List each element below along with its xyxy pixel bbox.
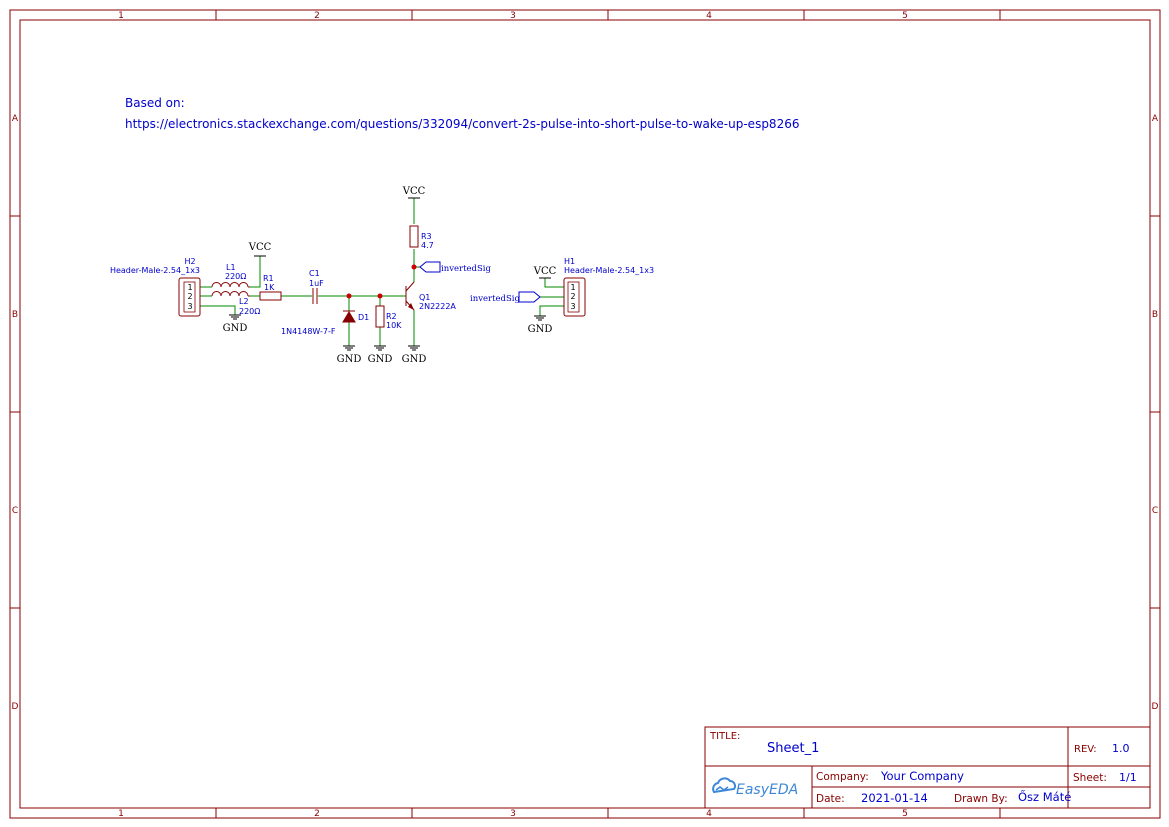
date-value: 2021-01-14 <box>861 791 928 805</box>
row-label-a-right: A <box>1152 114 1159 124</box>
column-label-5-top: 5 <box>902 11 908 21</box>
l1-ref: L1 <box>226 263 236 272</box>
gnd-label-r2: GND <box>368 354 393 365</box>
rev-value: 1.0 <box>1112 742 1130 755</box>
h1-pin-1: 1 <box>570 283 575 292</box>
r1-value: 1K <box>264 283 275 292</box>
rev-label: REV: <box>1074 744 1097 755</box>
column-label-2-bottom: 2 <box>314 809 320 819</box>
h2-value: Header-Male-2.54_1x3 <box>110 266 200 275</box>
resistor-r1[interactable] <box>259 291 282 301</box>
h1-pin-2: 2 <box>570 292 575 301</box>
sheet-label: Sheet: <box>1073 772 1107 784</box>
sheet-frame <box>9 9 1161 819</box>
gnd-symbol-h1[interactable] <box>534 315 546 321</box>
column-label-1-top: 1 <box>118 11 124 21</box>
gnd-symbol-h2[interactable] <box>229 314 241 320</box>
h1-ref: H1 <box>564 257 575 266</box>
connector-h2[interactable] <box>178 277 201 317</box>
gnd-symbol-d1[interactable] <box>343 345 355 351</box>
vcc-label-l1: VCC <box>248 242 272 253</box>
title-label: TITLE: <box>709 731 740 742</box>
column-label-5-bottom: 5 <box>902 809 908 819</box>
l1-value: 220Ω <box>225 272 246 281</box>
r3-value: 4.7 <box>421 241 434 250</box>
row-label-a-left: A <box>12 114 19 124</box>
net-flag-inverted-sig-in[interactable] <box>518 291 541 303</box>
note-source-url[interactable]: https://electronics.stackexchange.com/qu… <box>125 117 799 131</box>
h2-ref: H2 <box>184 257 195 266</box>
transistor-q1[interactable] <box>405 281 415 311</box>
gnd-label-d1: GND <box>337 354 362 365</box>
c1-ref: C1 <box>309 269 320 278</box>
d1-value: 1N4148W-7-F <box>281 327 336 336</box>
gnd-label-q1: GND <box>402 354 427 365</box>
connector-h1[interactable] <box>563 277 586 317</box>
resistor-r2[interactable] <box>375 305 385 328</box>
r2-value: 10K <box>386 321 402 330</box>
vcc-label-h1: VCC <box>533 266 557 277</box>
column-label-4-top: 4 <box>706 11 712 21</box>
row-label-d-right: D <box>1152 702 1159 712</box>
net-flag-inverted-sig-out[interactable] <box>419 261 441 273</box>
row-label-c-left: C <box>12 506 18 516</box>
capacitor-c1[interactable] <box>312 288 318 304</box>
column-label-3-top: 3 <box>510 11 516 21</box>
junction-dot <box>377 293 383 299</box>
title-value: Sheet_1 <box>767 741 819 756</box>
date-label: Date: <box>816 793 845 805</box>
company-label: Company: <box>816 771 869 783</box>
r2-ref: R2 <box>386 312 397 321</box>
q1-ref: Q1 <box>419 293 430 302</box>
vcc-label-top: VCC <box>402 186 426 197</box>
inductor-l2[interactable] <box>211 291 250 297</box>
easyeda-logo <box>712 777 736 794</box>
h2-pin-3: 3 <box>187 302 192 311</box>
logo-text: EasyEDA <box>736 782 798 798</box>
drawn-by-label: Drawn By: <box>954 793 1008 805</box>
company-value: Your Company <box>880 769 964 783</box>
net-label-inverted-sig-out: invertedSig <box>441 264 492 274</box>
junction-dot <box>346 293 352 299</box>
row-label-b-left: B <box>12 310 18 320</box>
h1-pin-3: 3 <box>570 302 575 311</box>
sheet-value: 1/1 <box>1119 771 1137 784</box>
h2-pin-2: 2 <box>187 292 192 301</box>
gnd-label-h1: GND <box>528 324 553 335</box>
column-label-4-bottom: 4 <box>706 809 712 819</box>
row-label-d-left: D <box>12 702 19 712</box>
row-label-b-right: B <box>1152 310 1158 320</box>
l2-ref: L2 <box>239 297 249 306</box>
row-label-c-right: C <box>1152 506 1158 516</box>
gnd-symbol-r2[interactable] <box>374 345 386 351</box>
r1-ref: R1 <box>263 274 274 283</box>
column-label-1-bottom: 1 <box>118 809 124 819</box>
column-label-2-top: 2 <box>314 11 320 21</box>
q1-value: 2N2222A <box>419 302 456 311</box>
diode-d1[interactable] <box>342 310 356 323</box>
h1-value: Header-Male-2.54_1x3 <box>564 266 654 275</box>
gnd-symbol-q1[interactable] <box>408 345 420 351</box>
gnd-label-h2: GND <box>223 323 248 334</box>
drawn-by-value: Ősz Máté <box>1018 789 1071 804</box>
junction-dot <box>411 264 417 270</box>
column-label-3-bottom: 3 <box>510 809 516 819</box>
d1-ref: D1 <box>358 313 369 322</box>
r3-ref: R3 <box>421 232 432 241</box>
l2-value: 220Ω <box>239 307 260 316</box>
inductor-l1[interactable] <box>211 282 250 288</box>
net-label-inverted-sig-in: invertedSig <box>470 294 521 304</box>
title-block <box>704 726 1151 809</box>
h2-pin-1: 1 <box>187 283 192 292</box>
c1-value: 1uF <box>309 279 324 288</box>
resistor-r3[interactable] <box>409 225 419 248</box>
note-based-on: Based on: <box>125 96 185 110</box>
